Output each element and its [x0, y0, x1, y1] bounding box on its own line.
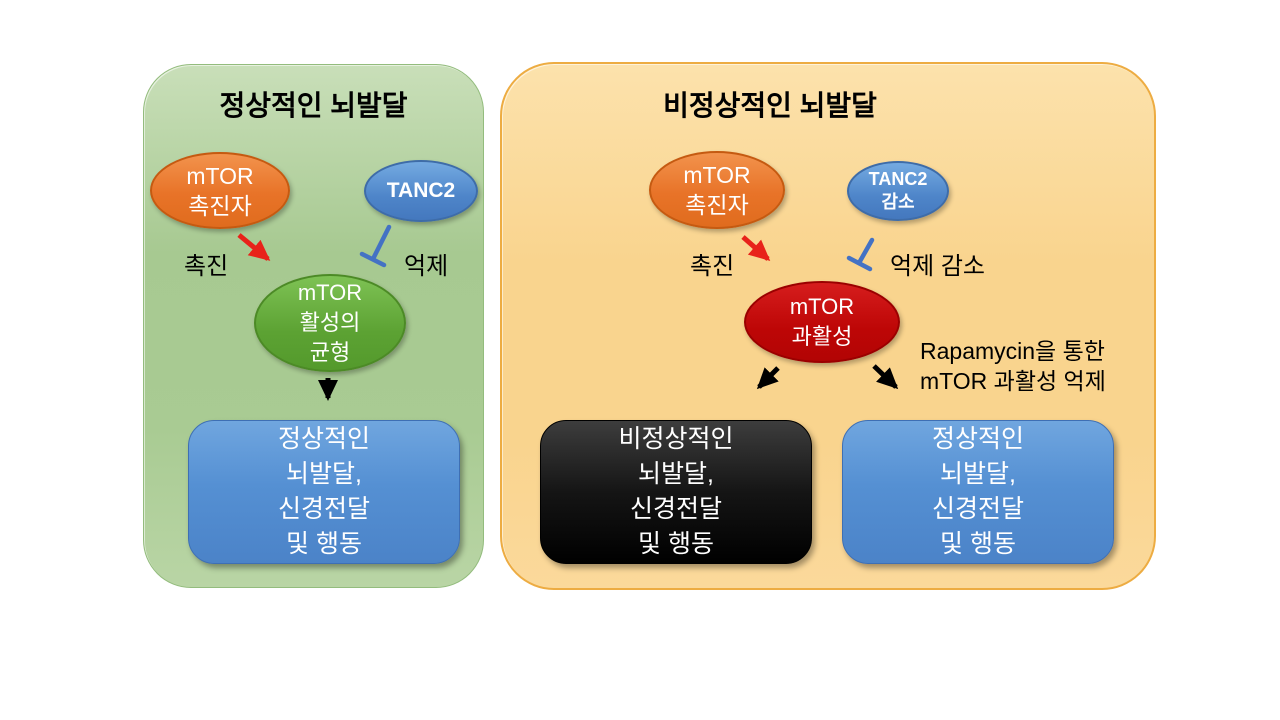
- node-text-line: mTOR: [683, 162, 751, 188]
- outcome-text-line: 뇌발달,: [638, 460, 714, 488]
- node-text-line: mTOR: [297, 280, 363, 305]
- outcome-text-line: 뇌발달,: [940, 460, 1016, 488]
- outcome-text-line: 비정상적인: [618, 425, 734, 453]
- node-text-line: TANC2: [868, 169, 928, 189]
- outcome-text-line: 신경전달: [277, 495, 370, 523]
- rapamycin-note-line1: Rapamycin을 통한: [920, 338, 1105, 364]
- normal-outcome-box-right: 정상적인 뇌발달, 신경전달 및 행동: [842, 420, 1114, 564]
- left-panel-title: 정상적인 뇌발달: [219, 90, 408, 121]
- normal-outcome-box-left: 정상적인 뇌발달, 신경전달 및 행동: [188, 420, 460, 564]
- rapamycin-note-line2: mTOR 과활성 억제: [920, 368, 1106, 394]
- outcome-text-line: 신경전달: [629, 495, 722, 523]
- node-text-line: 과활성: [791, 324, 853, 349]
- inhibit-label-left: 억제: [404, 253, 449, 280]
- mtor-balance-node: mTOR 활성의 균형: [254, 274, 406, 372]
- outcome-text-line: 정상적인: [277, 425, 370, 453]
- node-text-line: 활성의: [299, 310, 361, 335]
- node-text-line: 감소: [881, 192, 915, 212]
- outcome-text-line: 및 행동: [940, 530, 1016, 558]
- node-text-line: 균형: [309, 340, 351, 365]
- rapamycin-note: Rapamycin을 통한 mTOR 과활성 억제: [920, 336, 1106, 396]
- mtor-promoter-node-right: mTOR 촉진자: [649, 151, 785, 229]
- abnormal-outcome-box: 비정상적인 뇌발달, 신경전달 및 행동: [540, 420, 812, 564]
- outcome-text-line: 뇌발달,: [286, 460, 362, 488]
- node-text-line: 촉진자: [188, 192, 252, 219]
- right-panel-title: 비정상적인 뇌발달: [663, 90, 877, 121]
- outcome-text-line: 및 행동: [286, 530, 362, 558]
- outcome-text-line: 신경전달: [931, 495, 1024, 523]
- node-text-line: mTOR: [789, 294, 855, 319]
- outcome-text-line: 정상적인: [931, 425, 1024, 453]
- node-text-line: mTOR: [186, 162, 254, 189]
- promote-label-right: 촉진: [690, 253, 735, 280]
- mtor-hyperactive-node: mTOR 과활성: [744, 281, 900, 363]
- node-text-line: 촉진자: [685, 192, 749, 218]
- mtor-promoter-node-left: mTOR 촉진자: [150, 152, 290, 229]
- outcome-text-line: 및 행동: [638, 530, 714, 558]
- promote-label-left: 촉진: [184, 253, 229, 280]
- inhibit-label-right: 억제 감소: [890, 253, 985, 280]
- tanc2-node-left: TANC2: [364, 160, 478, 222]
- node-text-line: TANC2: [386, 179, 456, 202]
- tanc2-reduced-node: TANC2 감소: [847, 161, 949, 221]
